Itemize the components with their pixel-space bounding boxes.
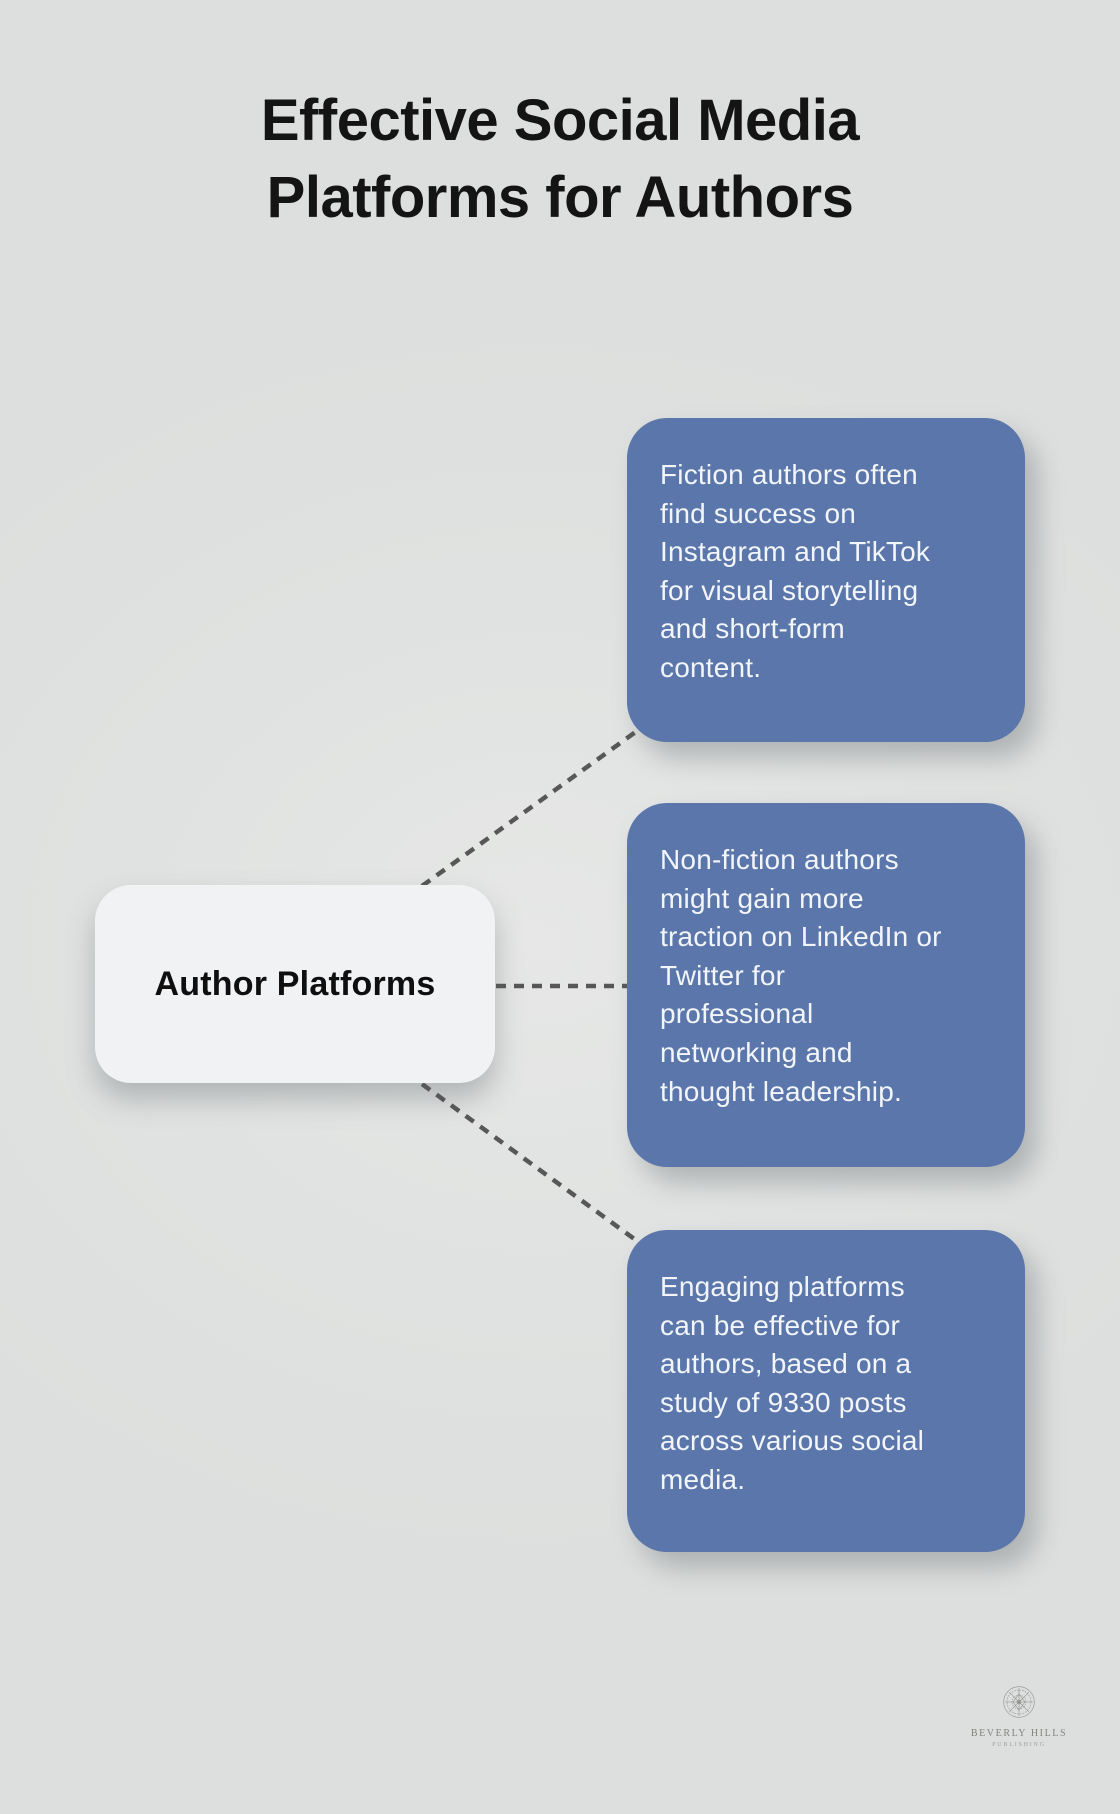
card-nonfiction-authors: Non-fiction authors might gain more trac… [627, 803, 1025, 1167]
card-text-line: Twitter for [660, 959, 786, 991]
card-text-line: Non-fiction authors [660, 844, 899, 875]
logo-subtitle: PUBLISHING [992, 1742, 1046, 1748]
card-text-line: Fiction authors often [660, 459, 918, 490]
card-text-line: and short-form [660, 613, 845, 645]
card-text-line: Engaging platforms [660, 1271, 905, 1302]
card-text-line: find success on [660, 497, 856, 529]
card-text-line: authors, based on a [660, 1348, 912, 1380]
page-title: Effective Social Media Platforms for Aut… [0, 82, 1120, 236]
card-text-line: networking and [660, 1036, 853, 1068]
center-node-author-platforms: Author Platforms [95, 885, 495, 1083]
center-node-label: Author Platforms [154, 964, 436, 1003]
connector-line-bottom [420, 1082, 650, 1251]
card-text-line: content. [660, 651, 762, 683]
card-text-line: traction on LinkedIn or [660, 921, 942, 953]
connector-line-top [420, 721, 650, 888]
publisher-logo: BEVERLY HILLS PUBLISHING [939, 1685, 1099, 1748]
card-text-line: for visual storytelling [660, 574, 919, 606]
card-text-line: thought leadership. [660, 1075, 902, 1107]
rosette-logo-icon [1002, 1685, 1036, 1724]
card-text-line: across various social [660, 1425, 925, 1457]
logo-name: BEVERLY HILLS [970, 1728, 1068, 1739]
card-text-line: Instagram and TikTok [660, 536, 931, 568]
card-text-line: study of 9330 posts [660, 1386, 907, 1418]
card-text-line: professional [660, 998, 814, 1030]
card-text-line: media. [660, 1463, 746, 1495]
card-engaging-platforms: Engaging platforms can be effective for … [627, 1230, 1025, 1552]
page-title-line-1: Effective Social Media [260, 88, 860, 153]
page-title-line-2: Platforms for Authors [266, 165, 854, 230]
card-fiction-authors: Fiction authors often find success on In… [627, 418, 1025, 742]
card-text-line: might gain more [660, 882, 864, 914]
card-text-line: can be effective for [660, 1309, 901, 1341]
